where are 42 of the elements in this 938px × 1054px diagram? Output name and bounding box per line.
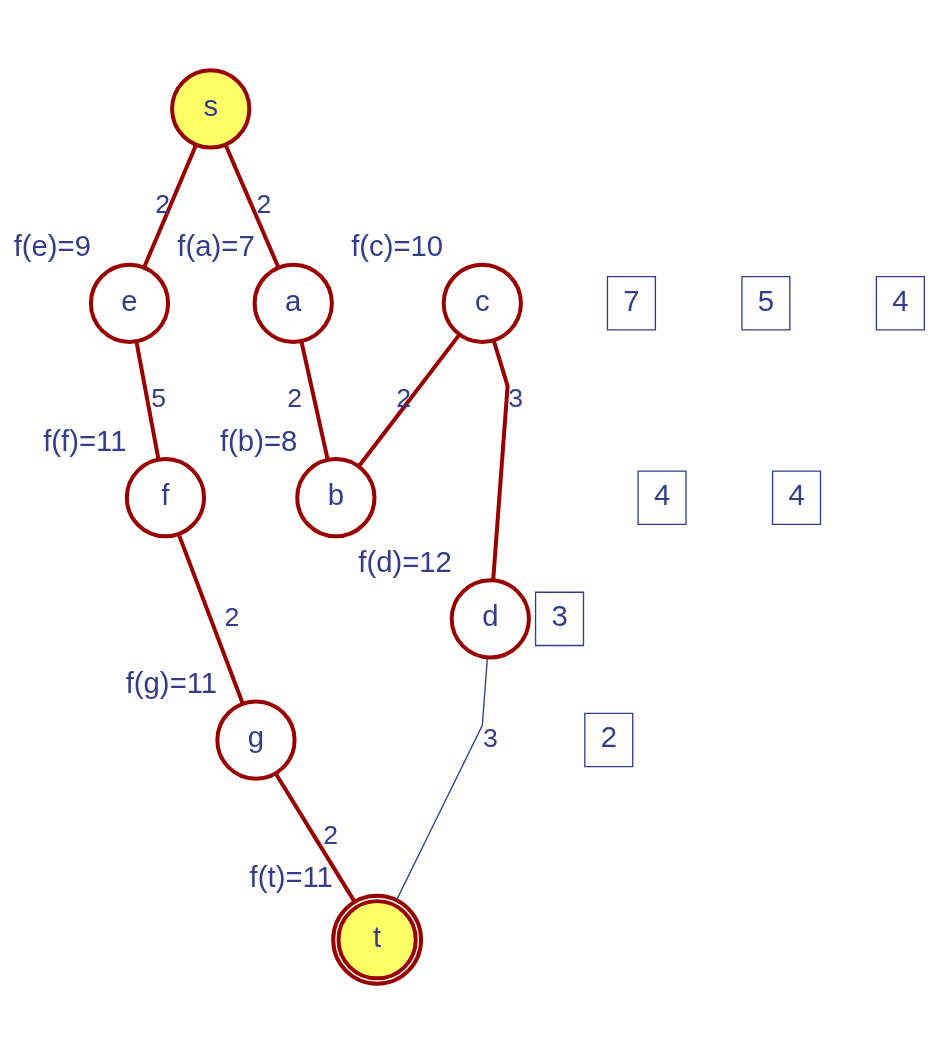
node-label: f(b)=8 <box>219 423 298 457</box>
edge-label: 2 <box>256 188 272 219</box>
edge-label: 2 <box>396 383 412 414</box>
node-circle: f <box>124 457 207 539</box>
connector <box>299 340 330 460</box>
edge-label: 5 <box>151 383 167 414</box>
node-box: 4 <box>771 470 822 525</box>
node-label: f(d)=12 <box>358 544 452 578</box>
edge-label: 3 <box>508 383 524 414</box>
node-circle: b <box>295 457 377 539</box>
node-label: f(t)=11 <box>249 860 333 894</box>
node-box: 3 <box>534 591 585 647</box>
node-circle: a <box>252 262 334 344</box>
edge-label: 2 <box>155 188 171 219</box>
node-label: f(g)=11 <box>125 665 218 699</box>
node-circle: e <box>88 262 171 344</box>
node-circle: c <box>441 262 523 344</box>
node-box: 4 <box>875 276 925 331</box>
node-box: 2 <box>584 712 634 768</box>
connector <box>134 341 161 460</box>
connector <box>396 657 489 901</box>
edge-label: 2 <box>287 383 302 414</box>
node-box: 5 <box>741 276 791 331</box>
node-label: f(e)=9 <box>13 229 91 263</box>
node-label: f(c)=10 <box>351 229 444 263</box>
node-circle: d <box>449 578 531 660</box>
connector <box>491 339 510 580</box>
node-box: 7 <box>606 276 657 331</box>
connector <box>357 333 461 468</box>
connector <box>142 144 198 269</box>
node-circle: s <box>170 68 252 150</box>
node-label: f(a)=7 <box>177 229 255 263</box>
connector <box>176 533 245 705</box>
connector <box>223 144 281 269</box>
node-box: 4 <box>637 470 687 525</box>
edge-label: 2 <box>224 601 240 632</box>
edge-label: 2 <box>323 819 338 850</box>
node-label: f(f)=11 <box>43 423 127 457</box>
connector <box>274 772 357 903</box>
node-circle: t <box>331 893 424 986</box>
edge-label: 3 <box>482 722 498 753</box>
node-circle: g <box>215 699 297 781</box>
